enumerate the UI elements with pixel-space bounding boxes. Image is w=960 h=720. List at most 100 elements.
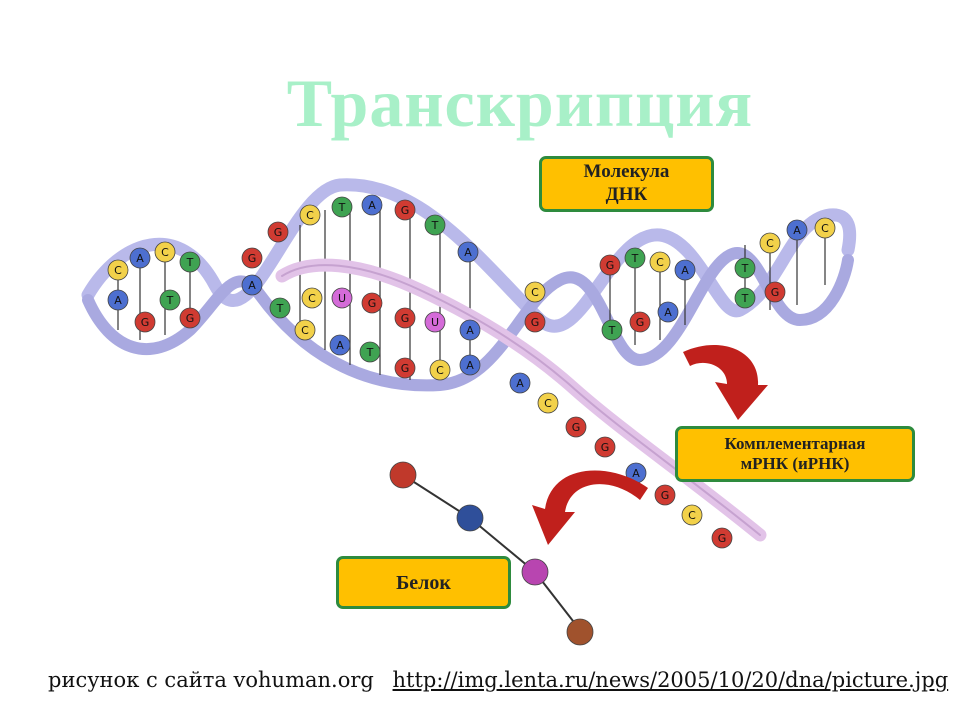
dna-bottom-nucleotide bbox=[734, 287, 756, 309]
dna-top-nucleotide bbox=[394, 199, 416, 221]
dna-bottom-nucleotide bbox=[359, 341, 381, 363]
arrow-mrna-to-protein-icon bbox=[532, 470, 648, 545]
mrna-nucleotide bbox=[394, 307, 416, 329]
dna-bottom-base-letter: G bbox=[771, 286, 780, 299]
label-dna-molecule: Молекула ДНК bbox=[539, 156, 714, 212]
dna-bottom-base-letter: G bbox=[141, 316, 150, 329]
dna-bottom-nucleotide bbox=[269, 297, 291, 319]
label-protein: Белок bbox=[336, 556, 511, 609]
dna-bottom-nucleotide bbox=[134, 311, 156, 333]
dna-bottom-nucleotide bbox=[179, 307, 201, 329]
mrna-base-letter: G bbox=[601, 441, 610, 454]
dna-top-base-letter: C bbox=[766, 237, 774, 250]
dna-bottom-nucleotide bbox=[241, 274, 263, 296]
dna-top-base-letter: A bbox=[136, 252, 144, 265]
dna-bottom-base-letter: A bbox=[664, 306, 672, 319]
dna-top-base-letter: G bbox=[248, 252, 257, 265]
dna-bottom-base-letter: C bbox=[436, 364, 444, 377]
caption-url-link[interactable]: http://img.lenta.ru/news/2005/10/20/dna/… bbox=[392, 668, 949, 692]
dna-top-nucleotide bbox=[424, 214, 446, 236]
dna-top-nucleotide bbox=[267, 221, 289, 243]
mrna-base-letter: U bbox=[431, 316, 439, 329]
dna-bottom-nucleotide bbox=[294, 319, 316, 341]
dna-bottom-nucleotide bbox=[524, 311, 546, 333]
protein-nucleotide bbox=[521, 558, 549, 586]
dna-top-nucleotide bbox=[179, 251, 201, 273]
dna-bottom-base-letter: G bbox=[401, 362, 410, 375]
mrna-base-letter: G bbox=[401, 312, 410, 325]
caption-source-text: рисунок с сайта vohuman.org bbox=[48, 668, 374, 692]
mrna-nucleotide bbox=[361, 292, 383, 314]
mrna-base-letter: G bbox=[661, 489, 670, 502]
page-title: Транскрипция bbox=[286, 65, 754, 141]
dna-bottom-base-letter: G bbox=[531, 316, 540, 329]
dna-bottom-base-letter: C bbox=[301, 324, 309, 337]
mrna-base-letter: G bbox=[718, 532, 727, 545]
dna-top-base-letter: T bbox=[741, 262, 749, 275]
mrna-base-letter: G bbox=[368, 297, 377, 310]
dna-bottom-base-letter: T bbox=[608, 324, 616, 337]
dna-top-base-letter: A bbox=[368, 199, 376, 212]
dna-top-base-letter: G bbox=[606, 259, 615, 272]
mrna-nucleotide bbox=[424, 311, 446, 333]
dna-bottom-nucleotide bbox=[107, 289, 129, 311]
arrow-dna-to-mrna-icon bbox=[683, 344, 768, 420]
label-complementary-mrna: Комплементарная мРНК (иРНК) bbox=[675, 426, 915, 482]
dna-top-nucleotide bbox=[786, 219, 808, 241]
dna-bottom-base-letter: A bbox=[336, 339, 344, 352]
mrna-nucleotide bbox=[301, 287, 323, 309]
dna-bottom-nucleotide bbox=[601, 319, 623, 341]
dna-bottom-nucleotide bbox=[329, 334, 351, 356]
dna-top-base-letter: T bbox=[338, 201, 346, 214]
dna-top-nucleotide bbox=[154, 241, 176, 263]
dna-top-nucleotide bbox=[457, 241, 479, 263]
dna-top-base-letter: C bbox=[531, 286, 539, 299]
dna-top-base-letter: C bbox=[656, 256, 664, 269]
mrna-nucleotide bbox=[565, 416, 587, 438]
mrna-base-letter: A bbox=[466, 324, 474, 337]
dna-bottom-base-letter: A bbox=[114, 294, 122, 307]
mrna-base-letter: A bbox=[632, 467, 640, 480]
mrna-base-letter: C bbox=[308, 292, 316, 305]
dna-bottom-nucleotide bbox=[459, 354, 481, 376]
dna-strand-bottom bbox=[82, 247, 854, 392]
mrna-nucleotide bbox=[711, 527, 733, 549]
dna-top-nucleotide bbox=[814, 217, 836, 239]
mrna-nucleotide bbox=[331, 287, 353, 309]
dna-top-nucleotide bbox=[129, 247, 151, 269]
dna-top-base-letter: G bbox=[274, 226, 283, 239]
dna-top-nucleotide bbox=[107, 259, 129, 281]
dna-top-nucleotide bbox=[734, 257, 756, 279]
mrna-base-letter: C bbox=[688, 509, 696, 522]
dna-top-nucleotide bbox=[599, 254, 621, 276]
dna-top-nucleotide bbox=[331, 196, 353, 218]
mrna-nucleotide bbox=[459, 319, 481, 341]
dna-bottom-base-letter: T bbox=[276, 302, 284, 315]
dna-bottom-nucleotide bbox=[429, 359, 451, 381]
dna-top-base-letter: T bbox=[631, 252, 639, 265]
dna-bottom-nucleotide bbox=[159, 289, 181, 311]
mrna-nucleotide bbox=[654, 484, 676, 506]
dna-top-nucleotide bbox=[759, 232, 781, 254]
dna-top-base-letter: C bbox=[114, 264, 122, 277]
dna-top-base-letter: C bbox=[161, 246, 169, 259]
mrna-nucleotide bbox=[681, 504, 703, 526]
dna-top-nucleotide bbox=[649, 251, 671, 273]
dna-top-base-letter: G bbox=[401, 204, 410, 217]
dna-bottom-base-letter: T bbox=[741, 292, 749, 305]
dna-top-base-letter: C bbox=[821, 222, 829, 235]
source-caption: рисунок с сайта vohuman.org http://img.l… bbox=[48, 668, 948, 692]
dna-top-base-letter: T bbox=[186, 256, 194, 269]
mrna-nucleotide bbox=[537, 392, 559, 414]
dna-bottom-nucleotide bbox=[394, 357, 416, 379]
mrna-strand-edge bbox=[281, 264, 761, 536]
protein-chain bbox=[402, 474, 581, 631]
mrna-base-letter: G bbox=[572, 421, 581, 434]
dna-bottom-base-letter: A bbox=[248, 279, 256, 292]
dna-top-base-letter: A bbox=[464, 246, 472, 259]
mrna-base-letter: C bbox=[544, 397, 552, 410]
protein-nucleotide bbox=[566, 618, 594, 646]
